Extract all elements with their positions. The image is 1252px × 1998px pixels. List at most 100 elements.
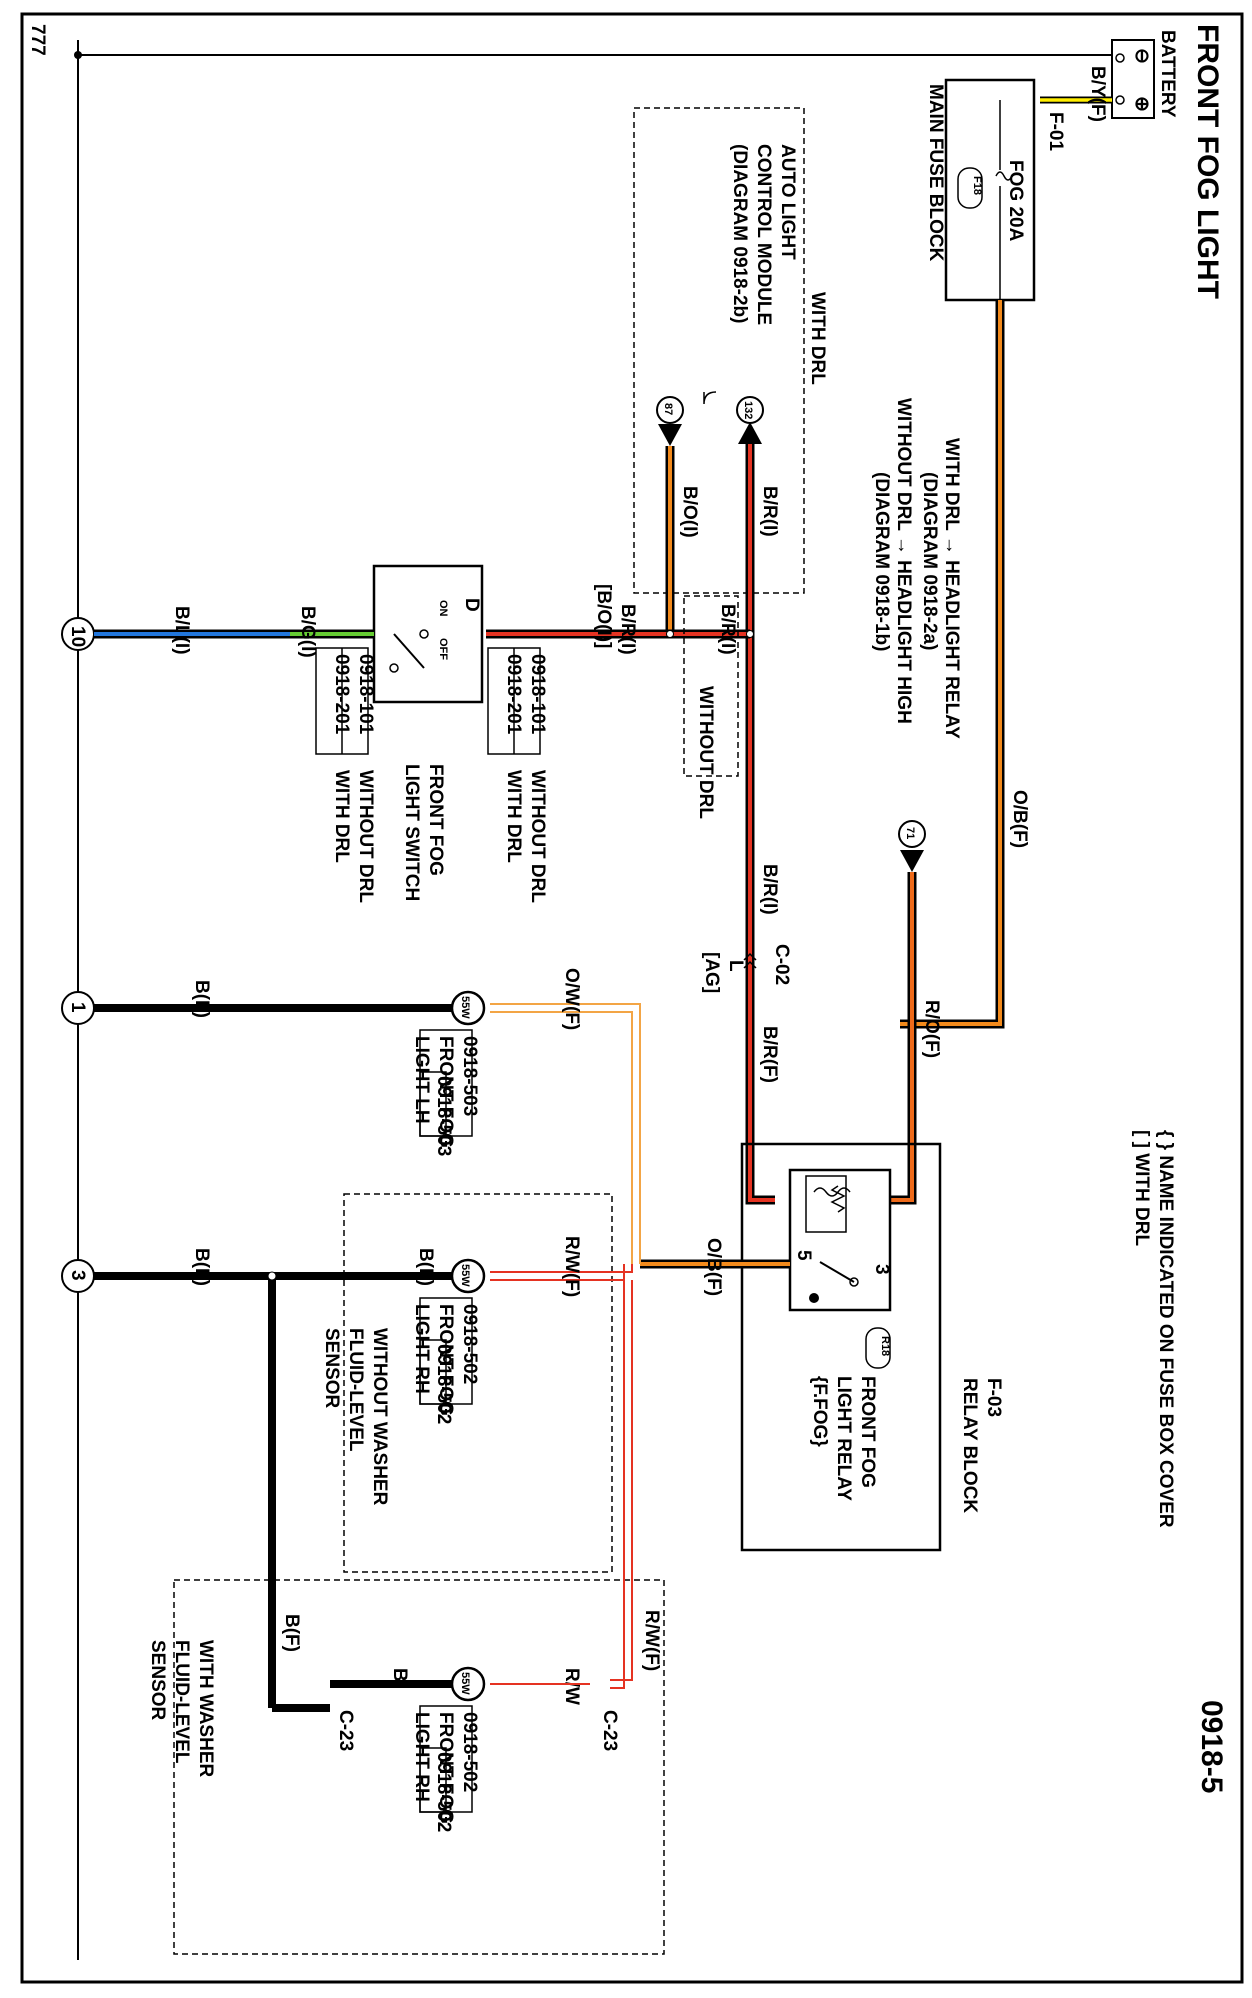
fuse-icon: [995, 100, 1013, 300]
ground-point-1: [61, 991, 95, 1025]
with-drl-group-label: WITH DRL: [807, 292, 828, 385]
without-sensor-line3: SENSOR: [321, 1328, 342, 1409]
pin-87: 87: [662, 403, 674, 415]
page-border: [20, 12, 1244, 1984]
ow-wire-2: [490, 1011, 633, 1264]
relay-block-box: [740, 1142, 942, 1552]
ow-wire-1: [490, 1003, 641, 1264]
fuse-block-label: MAIN FUSE BLOCK: [925, 84, 946, 262]
ob-feed-label: O/B(F): [1009, 790, 1030, 848]
auto-light-line3: (DIAGRAM 0918-2b): [729, 144, 750, 323]
headlight-note-3: WITHOUT DRL → HEADLIGHT HIGH: [893, 398, 914, 724]
lh-supply-wire: O/W(F): [561, 968, 582, 1030]
without-drl-box: [683, 595, 739, 777]
fuse-id-badge: [957, 167, 983, 209]
relay-output-wire: O/B(F): [703, 1238, 724, 1296]
ro-wire-fill: [890, 872, 914, 1202]
rh-with-connector-bottom: C-23: [335, 1710, 356, 1751]
rh-with-pin-ground: B: [389, 1668, 410, 1682]
switch-note-top-2: WITH DRL: [503, 770, 524, 863]
without-sensor-line1: WITHOUT WASHER: [369, 1328, 390, 1506]
fog-rh-without-code-top: 0918-502: [459, 1304, 480, 1384]
c02-pin: L: [725, 960, 746, 972]
rh-with-supply-wire: R/W(F): [641, 1610, 662, 1671]
ground-point-3: [61, 1259, 95, 1293]
switch-on-label: ON: [437, 600, 449, 617]
battery-terminal-plus: [1115, 95, 1125, 105]
legend-brackets: [ ] WITH DRL: [1131, 1130, 1152, 1246]
fog-lh-code-bottom: 0918-503: [433, 1076, 454, 1156]
battery-wire-label: B/Y(F): [1087, 66, 1108, 122]
relay-label-2: LIGHT RELAY: [833, 1376, 854, 1501]
battery-label: BATTERY: [1157, 30, 1178, 118]
c02-sub: [AG]: [701, 952, 722, 993]
fog-lh-watt: 55W: [459, 996, 471, 1019]
fog-rh-with-label-2: LIGHT RH: [411, 1712, 432, 1802]
relay-pin-5: 5: [793, 1250, 814, 1261]
switch-contact-bottom: [389, 663, 399, 673]
relay-resistor-icon: [830, 1185, 846, 1213]
relay-id-badge: [865, 1327, 891, 1369]
ob-feed-fill: [900, 300, 1002, 1026]
rw-with-wire-1: [610, 1280, 633, 1681]
main-fuse-block: MAIN FUSE BLOCK F-01 FOG 20A F18: [925, 78, 1066, 302]
ground-symbol: 777: [27, 24, 48, 56]
junction-bo: [666, 630, 674, 638]
switch-code-top-1: 0918-101: [527, 654, 548, 735]
with-sensor-line3: SENSOR: [147, 1640, 168, 1721]
switch-off-label: OFF: [437, 638, 449, 660]
switch-label-1: FRONT FOG: [425, 764, 446, 876]
switch-lever-icon: [393, 633, 425, 669]
page-number: 0918-5: [1195, 1700, 1228, 1793]
relay-label-3: {F.FOG}: [809, 1376, 830, 1447]
battery: BATTERY ⊖ ⊕: [1111, 30, 1178, 119]
rh-without-ground-label: B(F): [415, 1248, 436, 1286]
switch-label-2: LIGHT SWITCH: [401, 764, 422, 901]
fog-rh-without-label-2: LIGHT RH: [411, 1304, 432, 1394]
fog-lh-code-box-2: [419, 1071, 447, 1137]
ro-wire-label: R/O(F): [921, 1000, 942, 1058]
module-wire-out-label: B/R(I): [759, 486, 780, 537]
br-main-outline: [745, 444, 775, 1205]
fog-lh-label-2: LIGHT LH: [411, 1036, 432, 1124]
switch-code-bottom-2: 0918-201: [331, 654, 352, 735]
switch-output-wire: B/G(I): [297, 606, 318, 658]
switch-note-bottom-2: WITH DRL: [331, 770, 352, 863]
relay-id: R18: [879, 1336, 891, 1356]
c02-name: C-02: [771, 944, 792, 985]
rh-main-ground-label: B(F): [191, 1248, 212, 1286]
fog-lh-code-top: 0918-503: [459, 1036, 480, 1116]
fog-rh-without-code-bottom: 0918-502: [433, 1344, 454, 1424]
lh-ground-wire-label: B(F): [191, 980, 212, 1018]
headlight-note-4: (DIAGRAM 0918-1b): [871, 472, 892, 651]
rh-without-supply-wire: R/W(F): [561, 1236, 582, 1297]
fog-rh-without-code-box-2: [419, 1339, 447, 1405]
fog-rh-with-code-top: 0918-502: [459, 1712, 480, 1792]
without-drl-label: WITHOUT DRL: [695, 686, 716, 819]
rw-wire-1: [490, 1264, 633, 1273]
relay-contact-2: [809, 1293, 819, 1303]
switch-code-bottom-1: 0918-101: [355, 654, 376, 735]
headlight-note-2: (DIAGRAM 0918-2a): [919, 472, 940, 650]
with-sensor-line2: FLUID-LEVEL: [171, 1640, 192, 1764]
ground-point-1-label: 1: [67, 1002, 88, 1013]
relay-pin-3: 3: [871, 1264, 892, 1275]
fuse-id: F18: [971, 176, 983, 195]
rh-with-connector-top: C-23: [599, 1710, 620, 1751]
pin-71: 71: [904, 827, 916, 839]
relay-box: [788, 1168, 892, 1312]
with-sensor-box: [173, 1579, 665, 1955]
pin-87-arrow: [658, 424, 682, 446]
c02-wire-in: B/R(I): [759, 864, 780, 915]
pin-132: 132: [742, 401, 754, 419]
relay-coil-frame: [805, 1175, 847, 1233]
without-sensor-line2: FLUID-LEVEL: [345, 1328, 366, 1452]
relay-block-label: RELAY BLOCK: [959, 1378, 980, 1513]
junction-br: [746, 630, 754, 638]
ground-point-10-label: 10: [67, 626, 88, 647]
switch-note-bottom-1: WITHOUT DRL: [355, 770, 376, 903]
switch-note-top-1: WITHOUT DRL: [527, 770, 548, 903]
module-brace: [703, 391, 717, 405]
br-main-fill: [748, 444, 775, 1202]
